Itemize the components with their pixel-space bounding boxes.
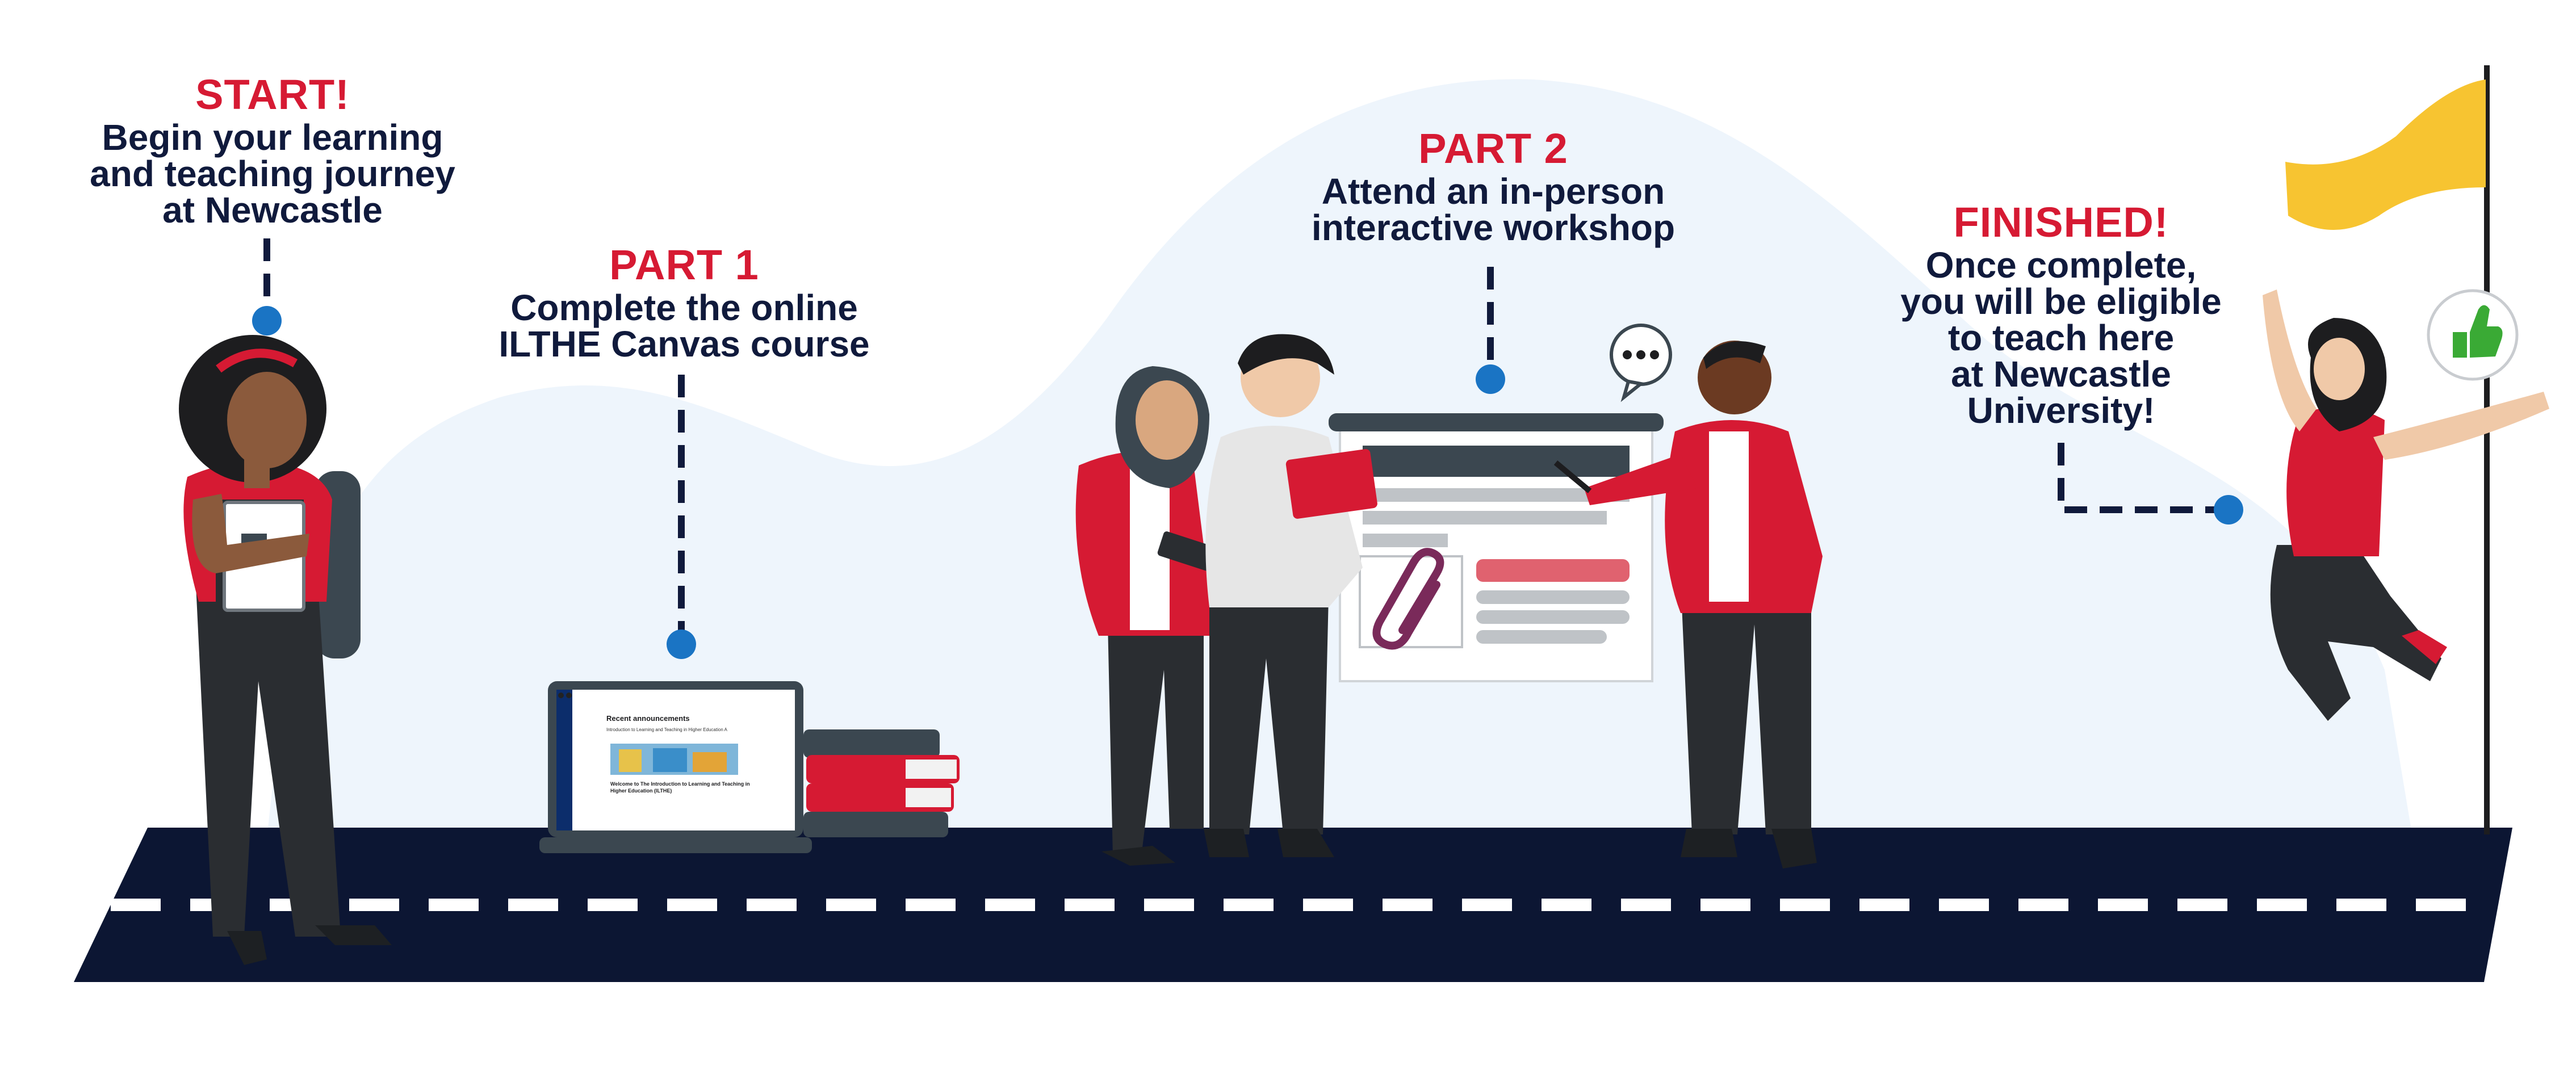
student-character [179, 335, 392, 965]
start-line-3: at Newcastle [162, 190, 383, 230]
finished-marker [2214, 495, 2243, 525]
road-dashes [111, 899, 2478, 911]
laptop-screen-welcome: Welcome to The Introduction to Learning … [610, 781, 750, 794]
part2-marker [1476, 364, 1505, 394]
laptop-screen-subheading: Introduction to Learning and Teaching in… [606, 727, 727, 732]
part1-step-label: PART 1 Complete the online ILTHE Canvas … [449, 241, 920, 364]
book-stack [803, 729, 960, 837]
finished-line-5: University! [1967, 390, 2155, 431]
finished-line-2: you will be eligible [1900, 281, 2222, 322]
finished-heading: FINISHED! [1953, 199, 2169, 246]
part1-line-2: ILTHE Canvas course [499, 324, 870, 364]
thumbs-up-icon [2427, 289, 2519, 381]
presenter-man [1553, 341, 1823, 869]
workshop-man [1204, 334, 1377, 857]
finished-line-3: to teach here [1947, 317, 2175, 358]
speech-bubble-icon [1610, 324, 1672, 402]
part1-heading: PART 1 [609, 241, 759, 288]
finished-line-4: at Newcastle [1951, 354, 2171, 395]
paperclip-icon [1372, 548, 1444, 650]
part2-heading: PART 2 [1418, 125, 1568, 172]
laptop-screen-heading: Recent announcements [606, 714, 690, 723]
finished-connector [2058, 443, 2220, 513]
jumping-woman [2263, 290, 2549, 721]
part2-line-2: interactive workshop [1311, 207, 1676, 248]
part1-line-1: Complete the online [510, 287, 858, 328]
part2-line-1: Attend an in-person [1321, 171, 1665, 212]
start-line-1: Begin your learning [102, 117, 443, 158]
start-marker [252, 306, 282, 335]
part2-step-label: PART 2 Attend an in-person interactive w… [1255, 128, 1732, 246]
flag-icon [2285, 79, 2486, 230]
start-line-2: and teaching journey [90, 153, 455, 194]
start-step-label: START! Begin your learning and teaching … [40, 71, 505, 230]
workshop-woman [1075, 366, 1245, 866]
presentation-board [1329, 413, 1664, 682]
finished-line-1: Once complete, [1925, 245, 2197, 286]
part1-marker [667, 630, 696, 659]
laptop [539, 681, 812, 853]
finished-step-label: FINISHED! Once complete, you will be eli… [1834, 202, 2288, 429]
start-heading: START! [195, 71, 350, 118]
